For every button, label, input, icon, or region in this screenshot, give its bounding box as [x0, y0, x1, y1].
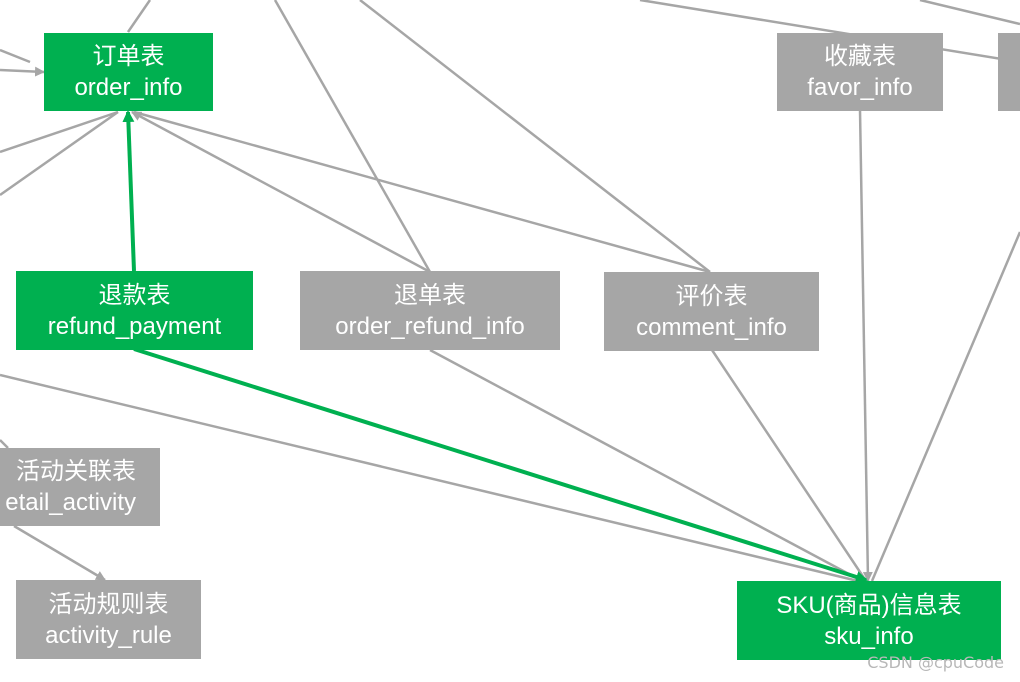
node-favor-info-cn: 收藏表 [824, 43, 896, 70]
node-order-refund-info-en: order_refund_info [335, 312, 525, 340]
edge-offscreen-top-1 [273, 0, 432, 273]
node-sku-info-cn: SKU(商品)信息表 [776, 591, 962, 619]
node-favor-info[interactable]: 收藏表 favor_info [777, 33, 943, 111]
edge-left-to-order-info-3 [0, 110, 119, 197]
node-detail-activity[interactable]: 活动关联表 etail_activity [0, 448, 160, 526]
node-activity-rule[interactable]: 活动规则表 activity_rule [16, 580, 201, 659]
node-offscreen-right[interactable] [998, 33, 1020, 111]
node-order-refund-info-cn: 退单表 [394, 281, 466, 309]
edge-left-to-sku-info [0, 373, 859, 583]
node-order-info[interactable]: 订单表 order_info [44, 33, 213, 111]
node-order-refund-info[interactable]: 退单表 order_refund_info [300, 271, 560, 350]
node-detail-activity-cn: 活动关联表 [16, 458, 136, 485]
node-activity-rule-cn: 活动规则表 [48, 590, 169, 618]
node-comment-info-en: comment_info [636, 313, 787, 341]
edge-left-to-order-info-2 [0, 110, 119, 154]
node-order-info-cn: 订单表 [92, 43, 165, 70]
node-detail-activity-en: etail_activity [5, 489, 136, 516]
edge-offscreen-top-4 [919, 0, 1020, 26]
edge-comment-to-sku-info [710, 349, 868, 582]
node-refund-payment[interactable]: 退款表 refund_payment [16, 271, 253, 350]
edge-left-upper [0, 48, 31, 64]
edge-offscreen-top-2 [359, 0, 711, 273]
edge-order-refund-to-sku-info [429, 348, 863, 583]
edge-left-to-order-info [0, 66, 45, 77]
node-activity-rule-en: activity_rule [45, 621, 172, 649]
node-refund-payment-en: refund_payment [47, 312, 222, 340]
node-refund-payment-cn: 退款表 [98, 281, 171, 309]
edge-offscreen-to-order-info [126, 0, 152, 33]
edge-right-to-sku-info [870, 231, 1020, 582]
edge-offscreen-top-3 [639, 0, 1020, 64]
edge-order-refund-to-order-info [131, 110, 431, 274]
edge-left-to-activity [0, 439, 9, 449]
node-comment-info[interactable]: 评价表 comment_info [604, 272, 819, 351]
node-order-info-en: order_info [74, 74, 183, 101]
edge-comment-to-order-info [133, 110, 711, 274]
edge-favor-to-sku-info [858, 109, 873, 582]
watermark: CSDN @cpuCode [867, 653, 1004, 672]
node-sku-info-en: sku_info [824, 622, 914, 650]
edge-activity-to-rule [13, 524, 106, 582]
edge-refund-to-sku-info [133, 347, 868, 583]
node-comment-info-cn: 评价表 [675, 282, 748, 310]
node-favor-info-en: favor_info [807, 74, 913, 101]
node-sku-info[interactable]: SKU(商品)信息表 sku_info [737, 581, 1001, 660]
edge-refund-to-order-info [122, 110, 136, 272]
